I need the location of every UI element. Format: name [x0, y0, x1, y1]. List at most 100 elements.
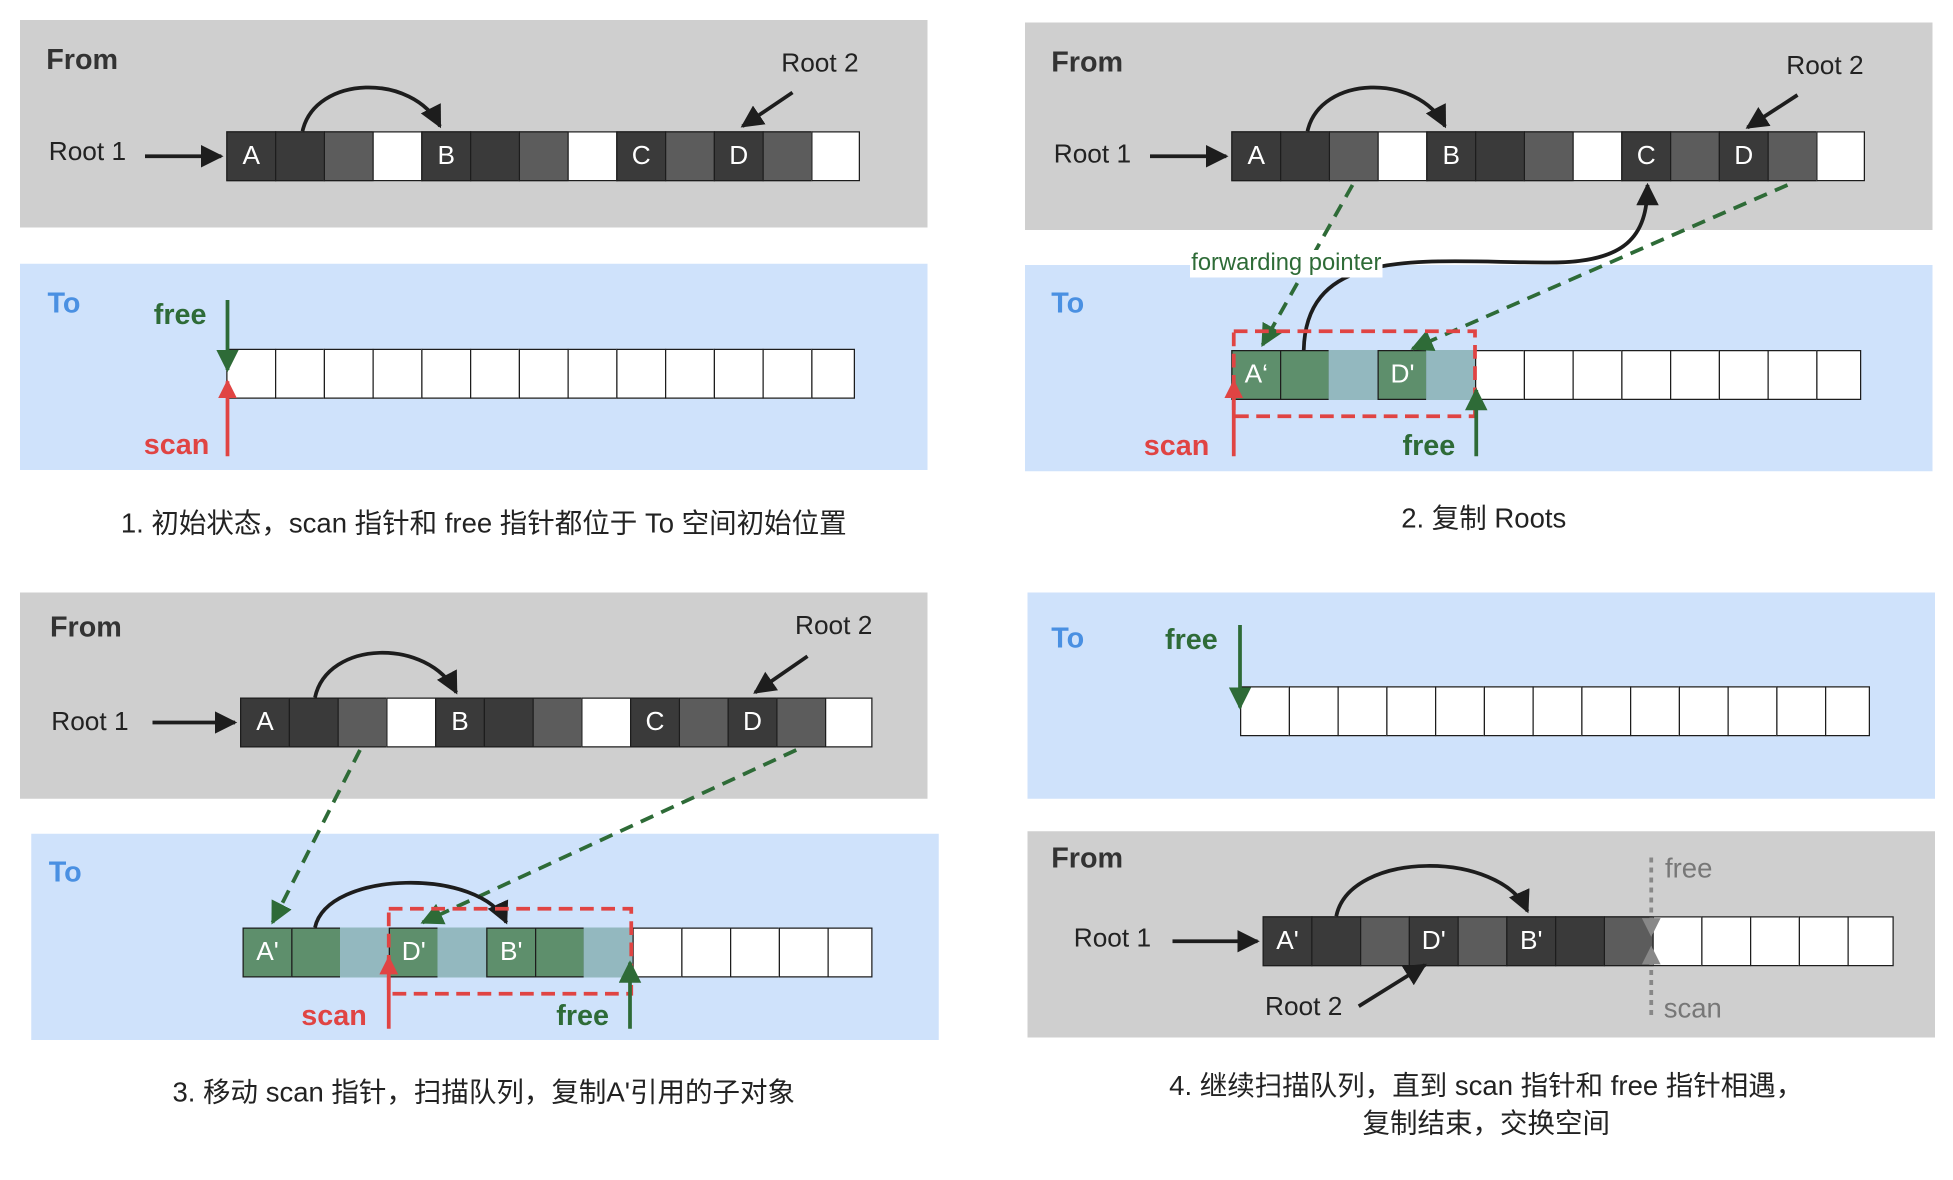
step2-from-cell: [1767, 131, 1818, 182]
step4-caption-line1: 4. 继续扫描队列，直到 scan 指针和 free 指针相遇，: [1169, 1070, 1804, 1102]
step4-from-cell: [1360, 916, 1410, 967]
step2-to-cell: [1718, 350, 1769, 400]
step4-to-title: To: [1051, 621, 1085, 654]
step4-from-cell: [1701, 916, 1752, 967]
step4-to-cell: [1825, 686, 1870, 737]
step1-from-cell: [567, 131, 618, 182]
step1-to-cell: [421, 348, 472, 399]
step4-to-cell: [1532, 686, 1583, 737]
step3-to-cell: [583, 927, 634, 978]
step3-from-cell: [532, 697, 583, 748]
step4-from-cell: [1457, 916, 1508, 967]
step2-caption: 2. 复制 Roots: [1401, 502, 1567, 534]
step1-to-cell: [518, 348, 569, 399]
step3-to-cell-D-copy: D': [388, 927, 439, 978]
step3-to-cell: [291, 927, 342, 978]
step1-scan-label: scan: [143, 427, 210, 461]
step1-to-cell: [323, 348, 374, 399]
step3-to-cell: [778, 927, 829, 978]
step4-caption: 4. 继续扫描队列，直到 scan 指针和 free 指针相遇， 复制结束，交换…: [1028, 1068, 1946, 1143]
step3-from-cell-D: D: [727, 697, 778, 748]
step2-from-cell: [1475, 131, 1525, 182]
step1-to-cell: [470, 348, 520, 399]
step3-free-label: free: [556, 998, 610, 1032]
step3-scan-label: scan: [301, 998, 367, 1032]
step1-from-cell-C: C: [616, 131, 667, 182]
step1-root2-label: Root 2: [781, 48, 859, 78]
step3-from-space: [20, 592, 928, 799]
step2-from-cell: [1377, 131, 1428, 182]
step4-to-cell: [1240, 686, 1290, 737]
step1-caption: 1. 初始状态，scan 指针和 free 指针都位于 To 空间初始位置: [120, 507, 847, 539]
step2-to-cell-A-copy: A‘: [1231, 350, 1282, 400]
step3-from-cell-C: C: [630, 697, 680, 748]
step2-from-cell: [1280, 131, 1330, 182]
step2-to-cell: [1670, 350, 1720, 400]
step4-to-cell: [1337, 686, 1388, 737]
step4-from-cell: [1555, 916, 1605, 967]
step3-to-title: To: [48, 855, 82, 888]
step4-to-cell: [1776, 686, 1827, 737]
step1-from-cell: [811, 131, 860, 182]
step2-to-cell: [1523, 350, 1574, 400]
step3-from-cell: [825, 697, 873, 748]
step3-from-cell: [288, 697, 339, 748]
step3-root2-label: Root 2: [795, 611, 873, 640]
step4-to-cell: [1727, 686, 1778, 737]
step3-caption: 3. 移动 scan 指针，扫描队列，复制A'引用的子对象: [172, 1076, 796, 1108]
step2-from-cell-B: B: [1426, 131, 1477, 182]
step4-from-cell: [1750, 916, 1800, 967]
step3-to-cell: [340, 927, 390, 978]
step3-from-cell: [483, 697, 534, 748]
step1-from-cell: [372, 131, 423, 182]
step3-from-cell: [337, 697, 388, 748]
step3-from-title: From: [50, 610, 122, 643]
step1-from-cell: [762, 131, 813, 182]
step2-scan-label: scan: [1143, 428, 1210, 462]
step2-to-cell: [1280, 350, 1330, 400]
step4-from-cell: [1603, 916, 1654, 967]
step1-free-label: free: [153, 297, 207, 331]
step3-from-cell: [581, 697, 632, 748]
step4-to-cell: [1630, 686, 1680, 737]
step1-to-title: To: [47, 286, 81, 319]
step2-from-cell-A: A: [1231, 131, 1282, 182]
step3-to-cell: [535, 927, 585, 978]
step3-from-cell-A: A: [240, 697, 290, 748]
step2-to-cell-D-copy: D': [1377, 350, 1428, 400]
step1-from-cell: [518, 131, 569, 182]
step3-to-cell-A-copy: A': [242, 927, 293, 978]
step1-to-cell: [275, 348, 325, 399]
step2-from-cell: [1816, 131, 1865, 182]
step4-to-cell: [1435, 686, 1485, 737]
step4-from-cell: [1311, 916, 1362, 967]
step4-free-label-to: free: [1165, 622, 1218, 656]
step1-to-cell: [567, 348, 618, 399]
step2-to-cell: [1426, 350, 1477, 400]
step2-from-cell-C: C: [1621, 131, 1672, 182]
step1-from-cell: [470, 131, 520, 182]
step3-from-cell: [776, 697, 827, 748]
step2-to-cell: [1475, 350, 1525, 400]
step3-to-cell: [681, 927, 732, 978]
step4-to-cell: [1288, 686, 1339, 737]
step4-root1-label: Root 1: [1073, 923, 1152, 953]
step4-from-cell: [1798, 916, 1849, 967]
step1-from-cell: [275, 131, 325, 182]
step3-from-cell: [678, 697, 729, 748]
step1-to-cell: [226, 348, 277, 399]
step2-to-title: To: [1051, 286, 1085, 319]
step4-scan-label: scan: [1663, 992, 1722, 1024]
step2-to-cell: [1328, 350, 1379, 400]
step1-to-cell: [811, 348, 855, 399]
step1-from-cell: [323, 131, 374, 182]
step1-to-cell: [713, 348, 764, 399]
step2-free-label: free: [1402, 428, 1456, 462]
step2-to-cell: [1621, 350, 1672, 400]
step2-to-cell: [1816, 350, 1862, 400]
step2-from-cell: [1328, 131, 1379, 182]
step4-from-cell-B-copy: B': [1506, 916, 1557, 967]
step4-from-cell: [1652, 916, 1703, 967]
step4-to-cell: [1678, 686, 1729, 737]
